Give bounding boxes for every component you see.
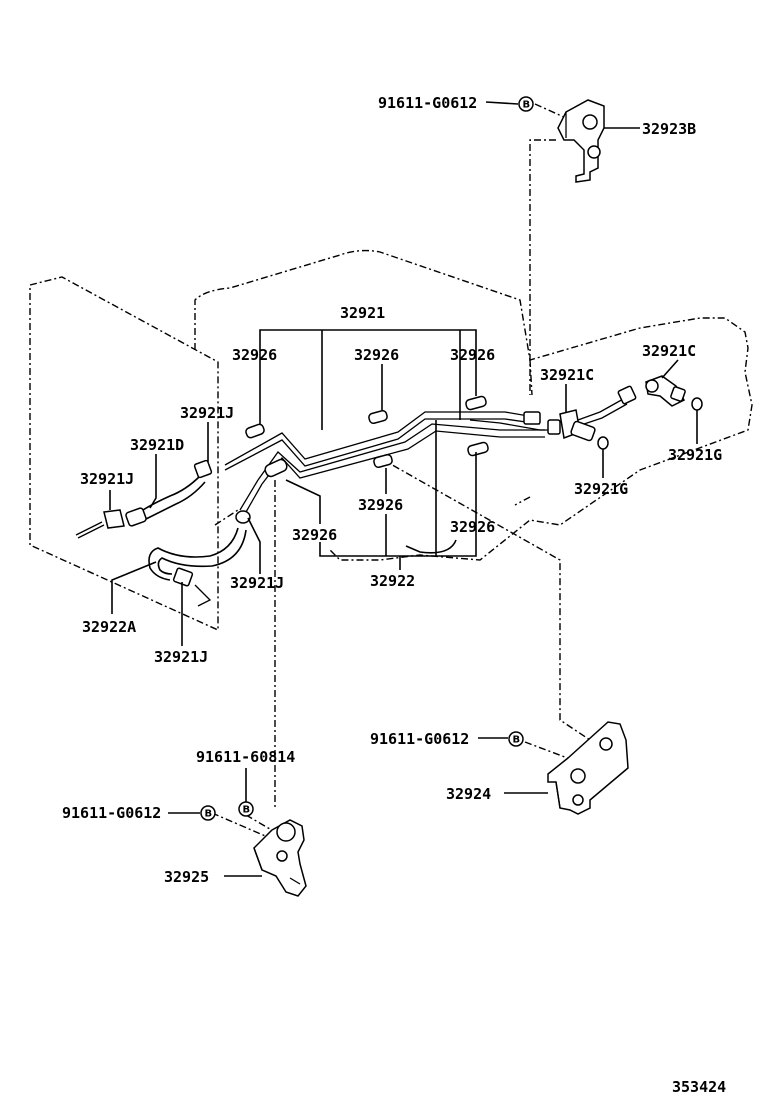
bolt-marker-low-b: B [200, 805, 216, 821]
leader-lines [109, 101, 698, 877]
bracket-32924 [547, 721, 629, 815]
label-clip-1: 32921J [180, 404, 234, 422]
tube-lines [224, 397, 628, 513]
bolt-markers: B B B B [200, 96, 534, 821]
label-clip-2: 32921J [80, 470, 134, 488]
label-tube-set: 32921 [340, 304, 385, 322]
label-grommet-3: 32926 [450, 346, 495, 364]
label-union-2: 32921C [540, 366, 594, 384]
grommets [245, 395, 489, 478]
label-bolt-low-a: 91611-60814 [196, 748, 295, 766]
label-bracket-top: 32923B [642, 120, 696, 138]
label-gasket-2: 32921G [574, 480, 628, 498]
label-grommet-2: 32926 [354, 346, 399, 364]
bolt-marker-text: B [205, 809, 213, 820]
label-gasket-1: 32921G [668, 446, 722, 464]
label-tube-set-2: 32922 [370, 572, 415, 590]
bolt-marker-text: B [243, 805, 251, 816]
label-union-1: 32921C [642, 342, 696, 360]
label-hose-d: 32921D [130, 436, 184, 454]
bracket-32925 [253, 819, 307, 897]
diagram-number: 353424 [672, 1078, 726, 1096]
label-clip-3: 32921J [230, 574, 284, 592]
label-bolt-mid: 91611-G0612 [370, 730, 469, 748]
bolt-marker-top: B [518, 96, 534, 112]
label-hose-a: 32922A [82, 618, 136, 636]
label-bracket-mid: 32924 [446, 785, 491, 803]
bolt-marker-text: B [523, 100, 531, 111]
bolt-marker-mid: B [508, 731, 524, 747]
union-fittings [523, 375, 703, 450]
label-clip-4: 32921J [154, 648, 208, 666]
bolt-marker-text: B [513, 735, 521, 746]
bracket-32923b [557, 99, 605, 183]
label-grommet-5: 32926 [450, 518, 495, 536]
label-bracket-low: 32925 [164, 868, 209, 886]
label-grommet-6: 32926 [292, 526, 337, 544]
label-bolt-top: 91611-G0612 [378, 94, 477, 112]
hoses [75, 459, 251, 607]
label-bolt-low-b: 91611-G0612 [62, 804, 161, 822]
label-grommet-1: 32926 [232, 346, 277, 364]
label-grommet-4: 32926 [358, 496, 403, 514]
bolt-marker-low-a: B [238, 801, 254, 817]
part-labels: 91611-G0612 32923B 32921 32926 32926 329… [62, 94, 726, 1096]
